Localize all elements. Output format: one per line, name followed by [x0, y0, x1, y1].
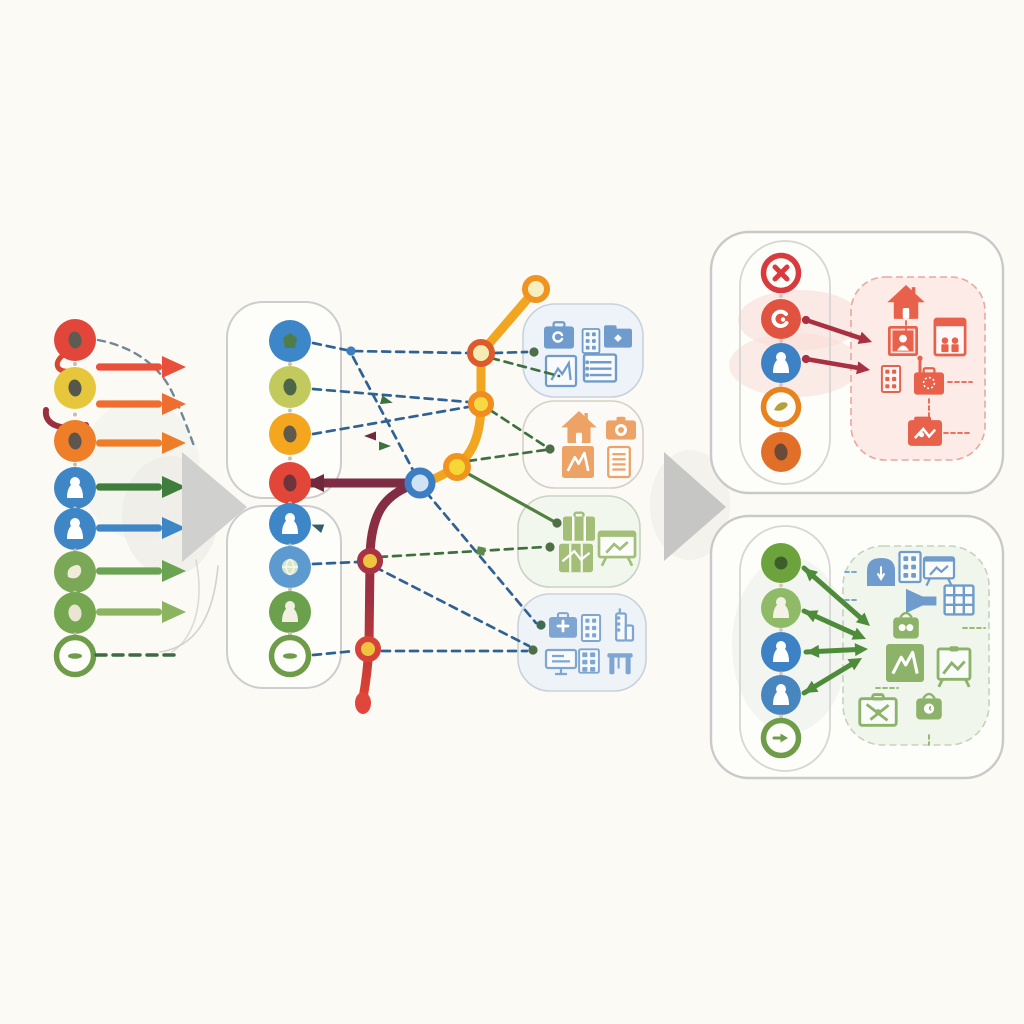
briefcase-icon [549, 612, 577, 638]
bag-icon [893, 611, 919, 639]
grid-icon [578, 648, 600, 674]
services-blue-b [517, 593, 647, 692]
flow-arrow [96, 432, 186, 454]
rows-icon [582, 353, 618, 383]
grouped-green-person [269, 591, 311, 633]
persona-green-2 [54, 592, 96, 634]
board-icon [922, 556, 956, 587]
funnel-icon [906, 588, 937, 614]
flow-arrow [96, 601, 186, 623]
persona-green-1 [54, 551, 96, 593]
chartSq-icon [886, 644, 924, 682]
persona-green-person [761, 588, 801, 628]
excluded-panel [709, 230, 1005, 495]
grouped-green-ring [268, 634, 312, 678]
persona-green-arrow-ring [760, 717, 802, 759]
dashed-detour-curve [96, 338, 196, 448]
flow-arrow [96, 517, 186, 539]
services-blue-a [522, 303, 644, 398]
window-icon [943, 584, 975, 616]
link-arrow [801, 354, 870, 375]
house-icon [561, 411, 597, 443]
persona-blue-person-1 [761, 632, 801, 672]
link-arrow [801, 315, 872, 345]
station-node [443, 453, 471, 481]
grouped-red [269, 462, 311, 504]
mapCase-icon [858, 693, 898, 727]
persona-orange-ring [760, 386, 802, 428]
persona-column [53, 319, 186, 678]
faint-curve-2 [171, 559, 200, 653]
clipboard-icon [936, 646, 972, 688]
flow-arrow [96, 476, 186, 498]
link-arrow [801, 608, 866, 640]
flow-arrow [96, 393, 186, 415]
chartSq-icon [562, 446, 594, 478]
mapFill-icon [908, 416, 942, 446]
persona-red [54, 319, 96, 361]
station-node [404, 467, 436, 499]
blocked-node [760, 252, 802, 294]
persona-blue [761, 343, 801, 383]
stage-arrow-2 [664, 452, 726, 561]
persona-blue-1 [54, 467, 96, 509]
persona-orange-solid [761, 432, 801, 472]
link-arrow [801, 658, 862, 696]
grouped-orange [269, 413, 311, 455]
monitor-icon [544, 648, 578, 676]
gate-icon [607, 653, 633, 675]
rod-icon [917, 355, 923, 375]
stage-chevrons [182, 452, 726, 562]
services-green [517, 495, 641, 588]
house-icon [887, 285, 925, 319]
matched-panel [709, 514, 1005, 780]
persona-green-dot [761, 543, 801, 583]
camera-icon [606, 416, 636, 440]
flow-arrow [96, 560, 186, 582]
frame-icon [888, 326, 918, 356]
grouped-blue-house [269, 320, 311, 362]
grouped-globe [269, 546, 311, 588]
grouped-persona-column [268, 320, 312, 678]
persona-green-ring [53, 634, 97, 678]
tower-icon [615, 608, 635, 642]
bag-icon [916, 692, 942, 720]
persona-yellow [54, 367, 96, 409]
persona-orange [54, 420, 96, 462]
persona-blue-person-2 [761, 675, 801, 715]
station-node [467, 339, 495, 367]
poster-icon [933, 317, 967, 357]
link-arrow [801, 565, 870, 626]
persona-swirl-red [761, 299, 801, 339]
route-red-line [301, 474, 420, 714]
persona-blue-2 [54, 508, 96, 550]
building-icon [581, 328, 601, 354]
doc-icon [607, 445, 631, 479]
grouped-olive [269, 366, 311, 408]
building-icon [580, 614, 602, 642]
mapSq-icon [559, 543, 593, 573]
faint-curve-1 [159, 565, 219, 653]
station-node [355, 636, 381, 662]
briefcase-icon [544, 321, 574, 349]
chart-icon [544, 354, 578, 388]
building-icon [880, 365, 902, 393]
jar-icon [867, 558, 895, 586]
briefcase-icon [914, 367, 944, 395]
station-node [357, 548, 383, 574]
grouped-blue-person [269, 503, 311, 545]
suitcase-icon [563, 511, 595, 541]
services-orange [522, 400, 644, 489]
station-node [468, 391, 494, 417]
link-arrow [803, 643, 868, 658]
station-node [522, 275, 550, 303]
route-stations [355, 275, 550, 662]
board-icon [597, 530, 637, 567]
folder-icon [604, 325, 632, 348]
stage-arrow-1 [182, 452, 247, 562]
building-icon [898, 550, 922, 584]
flow-arrow [96, 356, 186, 378]
